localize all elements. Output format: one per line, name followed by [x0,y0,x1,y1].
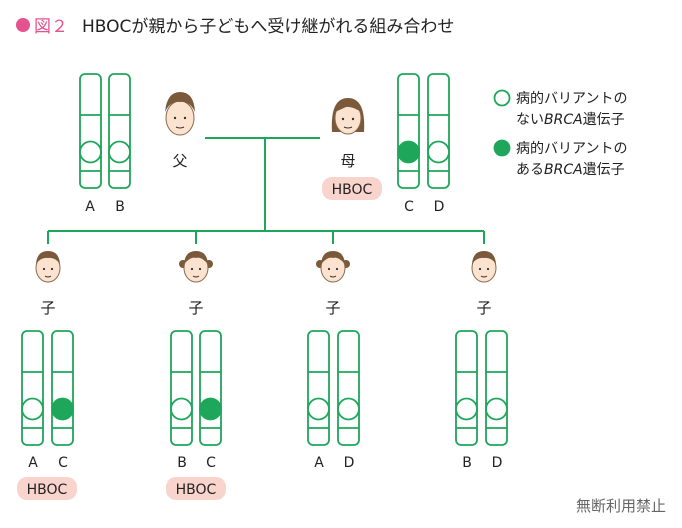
chromosome-pair-father [79,73,131,189]
gene-locus-variant [397,140,420,164]
figure-heading: HBOCが親から子どもへ受け継がれる組み合わせ [82,17,455,37]
legend-present-line1: 病的バリアントの [516,141,627,157]
gene-locus-normal [79,140,102,164]
legend-absent-pre: ない [516,112,544,128]
legend-absent-line1: 病的バリアントの [516,91,627,107]
gene-label: C [206,455,216,471]
gene-label: B [462,455,472,471]
child-girl-face-icon [179,251,213,283]
legend-absent-post: 遺伝子 [583,112,625,128]
mother-hboc-badge [322,177,382,200]
chromosome-pair-child-1 [21,330,74,446]
gene-label: D [344,455,355,471]
child-label: 子 [476,299,491,317]
legend-variant-icon [493,139,511,157]
copyright-notice: 無断利用禁止 [575,497,666,515]
gene-label: B [177,455,187,471]
gene-label: C [404,199,414,215]
gene-label: A [28,455,38,471]
child-badge-text: HBOC [27,482,68,498]
child-badge-text: HBOC [176,482,217,498]
legend-normal-icon [493,89,511,107]
mother-badge-text: HBOC [332,182,373,198]
child-label: 子 [325,299,340,317]
legend-present-brca: BRCA [544,162,583,178]
father-label: 父 [172,152,187,170]
gene-label: D [434,199,445,215]
child-boy-face-icon [35,251,61,283]
chromosome-pair-child-2 [170,330,222,446]
bullet-dot-icon [16,17,30,32]
child-boy-face-icon [471,251,497,283]
gene-locus-normal [108,140,131,164]
gene-locus-normal [455,397,478,421]
gene-label: A [314,455,324,471]
gene-locus-variant [199,397,222,421]
figure-title: 図２ HBOCが親から子どもへ受け継がれる組み合わせ [16,12,454,37]
chromosome-pair-child-4 [455,330,508,446]
child-label: 子 [40,299,55,317]
legend-absent-brca: BRCA [544,112,583,128]
gene-locus-variant [51,397,74,421]
gene-locus-normal [485,397,508,421]
gene-locus-normal [307,397,330,421]
mother-label: 母 [340,152,355,170]
gene-label: D [492,455,503,471]
gene-locus-normal [337,397,360,421]
child-label: 子 [188,299,203,317]
gene-label: B [115,199,125,215]
chromosome-pair-child-3 [307,330,360,446]
pedigree-lines [47,137,485,244]
chromosome-pair-mother [397,73,450,189]
father-face-icon [165,92,195,136]
legend-present-line2: あるBRCA遺伝子 [516,162,625,178]
gene-locus-normal [21,397,44,421]
child-hboc-badge [17,477,77,500]
legend: 病的バリアントの ないBRCA遺伝子 病的バリアントの あるBRCA遺伝子 [493,89,627,178]
legend-present-post: 遺伝子 [583,162,625,178]
gene-locus-normal [170,397,193,421]
gene-label: A [85,199,95,215]
gene-label: C [58,455,68,471]
child-girl-face-icon [316,251,350,283]
child-hboc-badge [166,477,226,500]
gene-locus-normal [427,140,450,164]
mother-face-icon [331,98,365,135]
figure-number: 図２ [34,17,68,37]
legend-present-pre: ある [516,162,544,178]
legend-absent-line2: ないBRCA遺伝子 [516,112,625,128]
